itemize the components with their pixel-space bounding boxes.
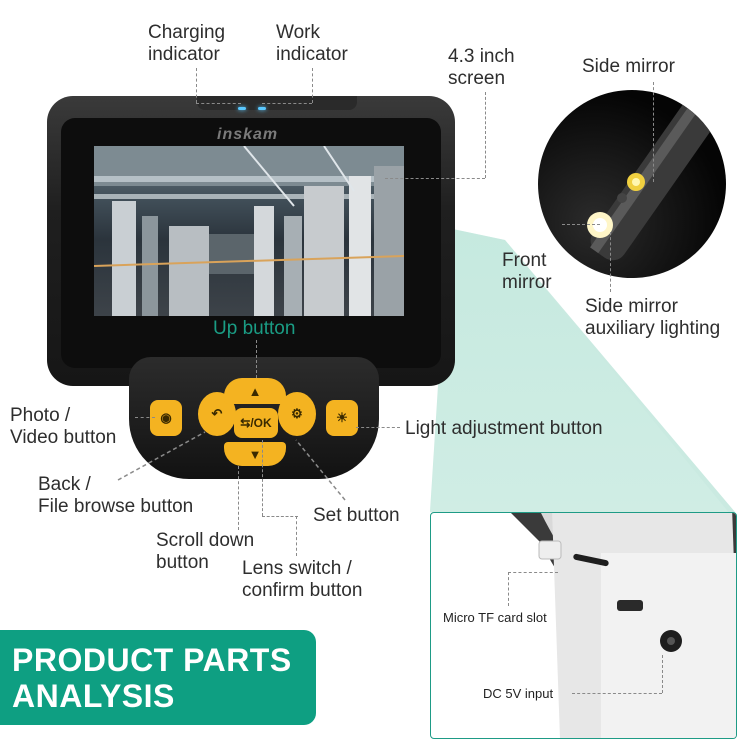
leader-line <box>296 516 297 556</box>
leader-line <box>385 178 485 179</box>
leader-line <box>262 516 298 517</box>
front-mirror-label: Front mirror <box>502 250 552 293</box>
set-button-label: Set button <box>313 505 400 526</box>
micro-tf-card-slot-label: Micro TF card slot <box>443 610 547 625</box>
pipe-scene-image <box>94 146 404 316</box>
endoscope-device: inskam <box>47 96 455 386</box>
leader-line <box>135 417 155 418</box>
banner-title: PRODUCT PARTS ANALYSIS <box>12 642 292 714</box>
ports-illustration <box>511 513 736 738</box>
photo-video-button-label: Photo / Video button <box>10 405 117 448</box>
lens-switch-confirm-button-label: Lens switch / confirm button <box>242 558 363 601</box>
photo-video-button[interactable]: ◉ <box>150 400 182 436</box>
up-button-label: Up button <box>213 318 296 339</box>
down-triangle-icon: ▼ <box>248 446 262 462</box>
work-indicator-label: Work indicator <box>276 22 348 65</box>
light-adjustment-button[interactable]: ☀ <box>326 400 358 436</box>
leader-line <box>508 572 558 573</box>
ok-key-label: ⇆/OK <box>240 416 272 430</box>
leader-line <box>262 440 263 516</box>
lens-switch-confirm-button[interactable]: ⇆/OK <box>234 408 278 438</box>
side-mirror-lighting-label: Side mirror auxiliary lighting <box>585 296 721 339</box>
brand-logo: inskam <box>217 126 279 143</box>
ports-inset <box>430 512 737 739</box>
set-button[interactable]: ⚙ <box>278 392 316 436</box>
leader-line <box>256 340 257 378</box>
camera-icon: ◉ <box>160 410 172 425</box>
device-screen <box>94 146 404 316</box>
light-adjustment-button-label: Light adjustment button <box>405 418 603 439</box>
scroll-down-button[interactable]: ▼ <box>224 442 286 466</box>
leader-line <box>662 655 663 693</box>
screen-label: 4.3 inch screen <box>448 46 515 89</box>
leader-line <box>312 68 313 103</box>
leader-line <box>610 232 611 292</box>
leader-line <box>653 82 654 182</box>
work-indicator-led <box>258 107 266 110</box>
leader-line <box>196 103 241 104</box>
charging-indicator-led <box>238 107 246 110</box>
sun-icon: ☀ <box>336 410 348 425</box>
leader-line <box>572 693 662 694</box>
probe-illustration <box>587 90 726 261</box>
title-banner: PRODUCT PARTS ANALYSIS <box>0 630 316 725</box>
dc-input-label: DC 5V input <box>483 686 554 701</box>
up-triangle-icon: ▲ <box>248 383 262 399</box>
leader-line <box>196 68 197 103</box>
side-mirror-label: Side mirror <box>582 56 675 77</box>
leader-line <box>238 466 239 530</box>
back-file-browse-button-label: Back / File browse button <box>38 474 194 517</box>
leader-line <box>562 224 600 225</box>
charging-indicator-label: Charging indicator <box>148 22 226 65</box>
leader-line <box>508 572 509 606</box>
scroll-down-button-label: Scroll down button <box>156 530 255 573</box>
leader-line <box>356 427 400 428</box>
gear-icon: ⚙ <box>291 406 303 421</box>
up-button[interactable]: ▲ <box>224 378 286 404</box>
probe-closeup <box>538 90 726 278</box>
back-arrow-icon: ↶ <box>211 406 223 421</box>
leader-line <box>485 92 486 178</box>
leader-line <box>262 103 312 104</box>
